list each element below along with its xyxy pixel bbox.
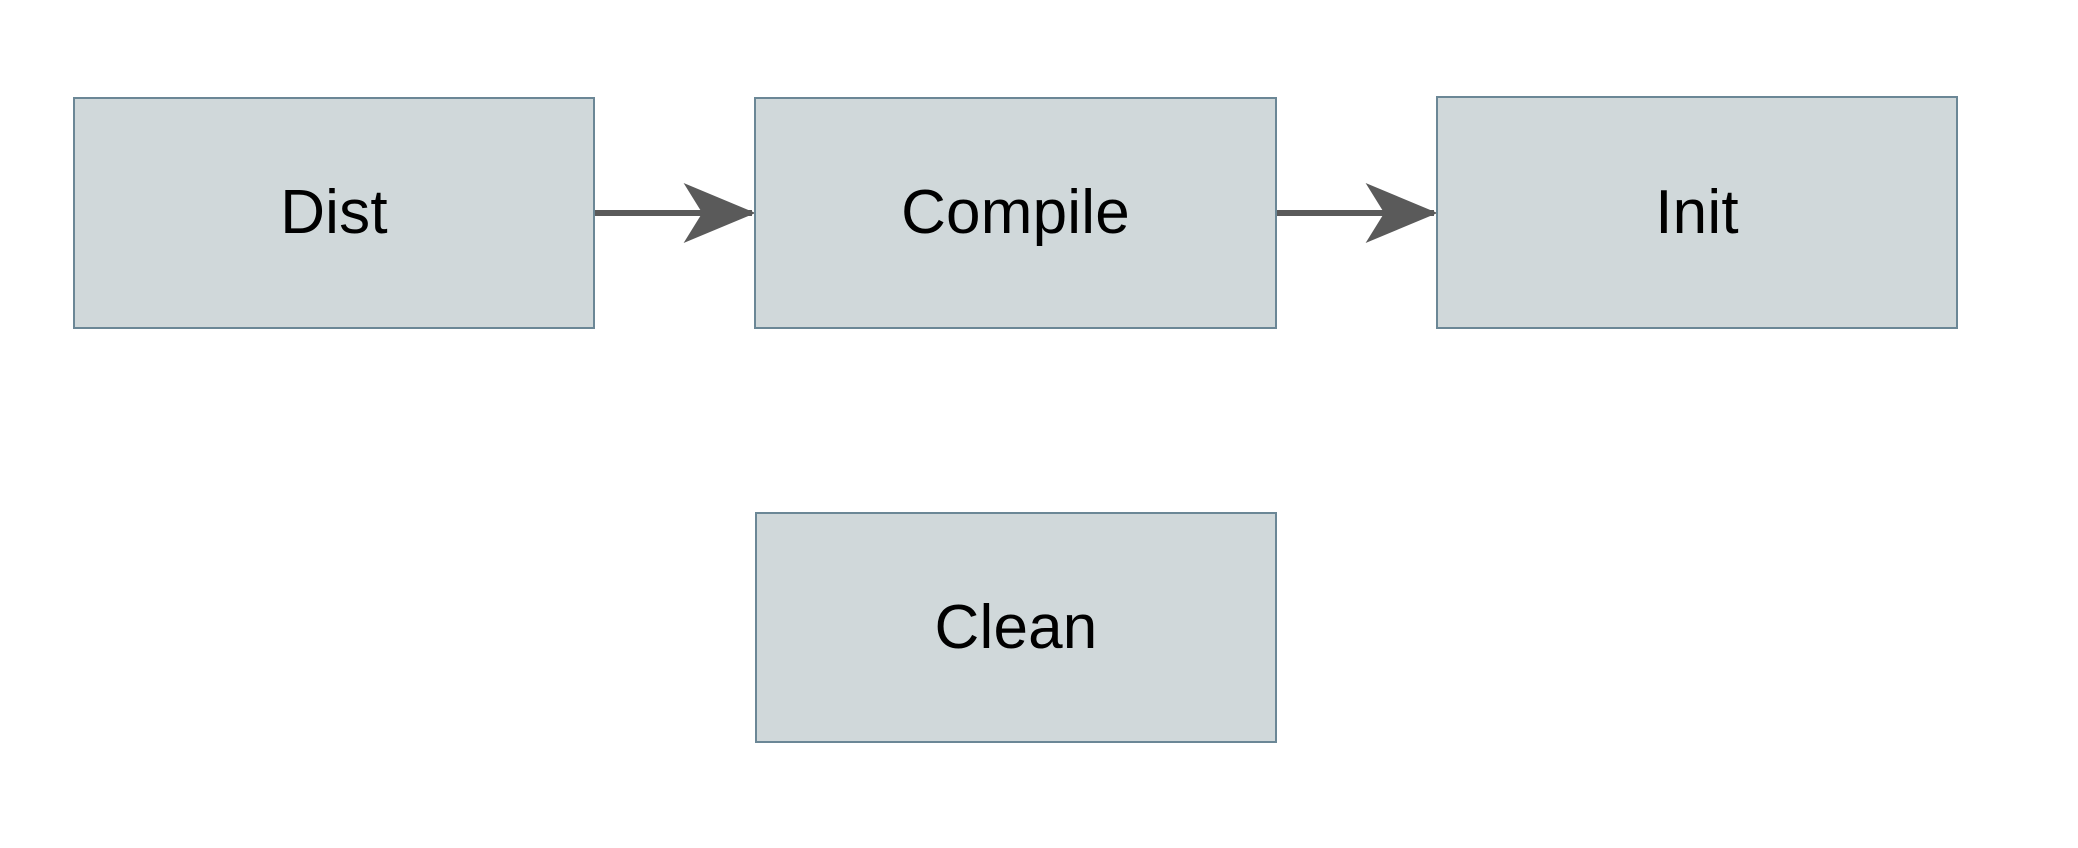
node-label-compile: Compile <box>901 178 1130 247</box>
node-compile[interactable]: Compile <box>754 97 1277 329</box>
node-clean[interactable]: Clean <box>755 512 1277 743</box>
node-label-dist: Dist <box>280 178 388 247</box>
node-label-clean: Clean <box>934 592 1098 662</box>
node-init[interactable]: Init <box>1436 96 1958 329</box>
node-label-init: Init <box>1655 177 1739 247</box>
node-dist[interactable]: Dist <box>73 97 595 329</box>
